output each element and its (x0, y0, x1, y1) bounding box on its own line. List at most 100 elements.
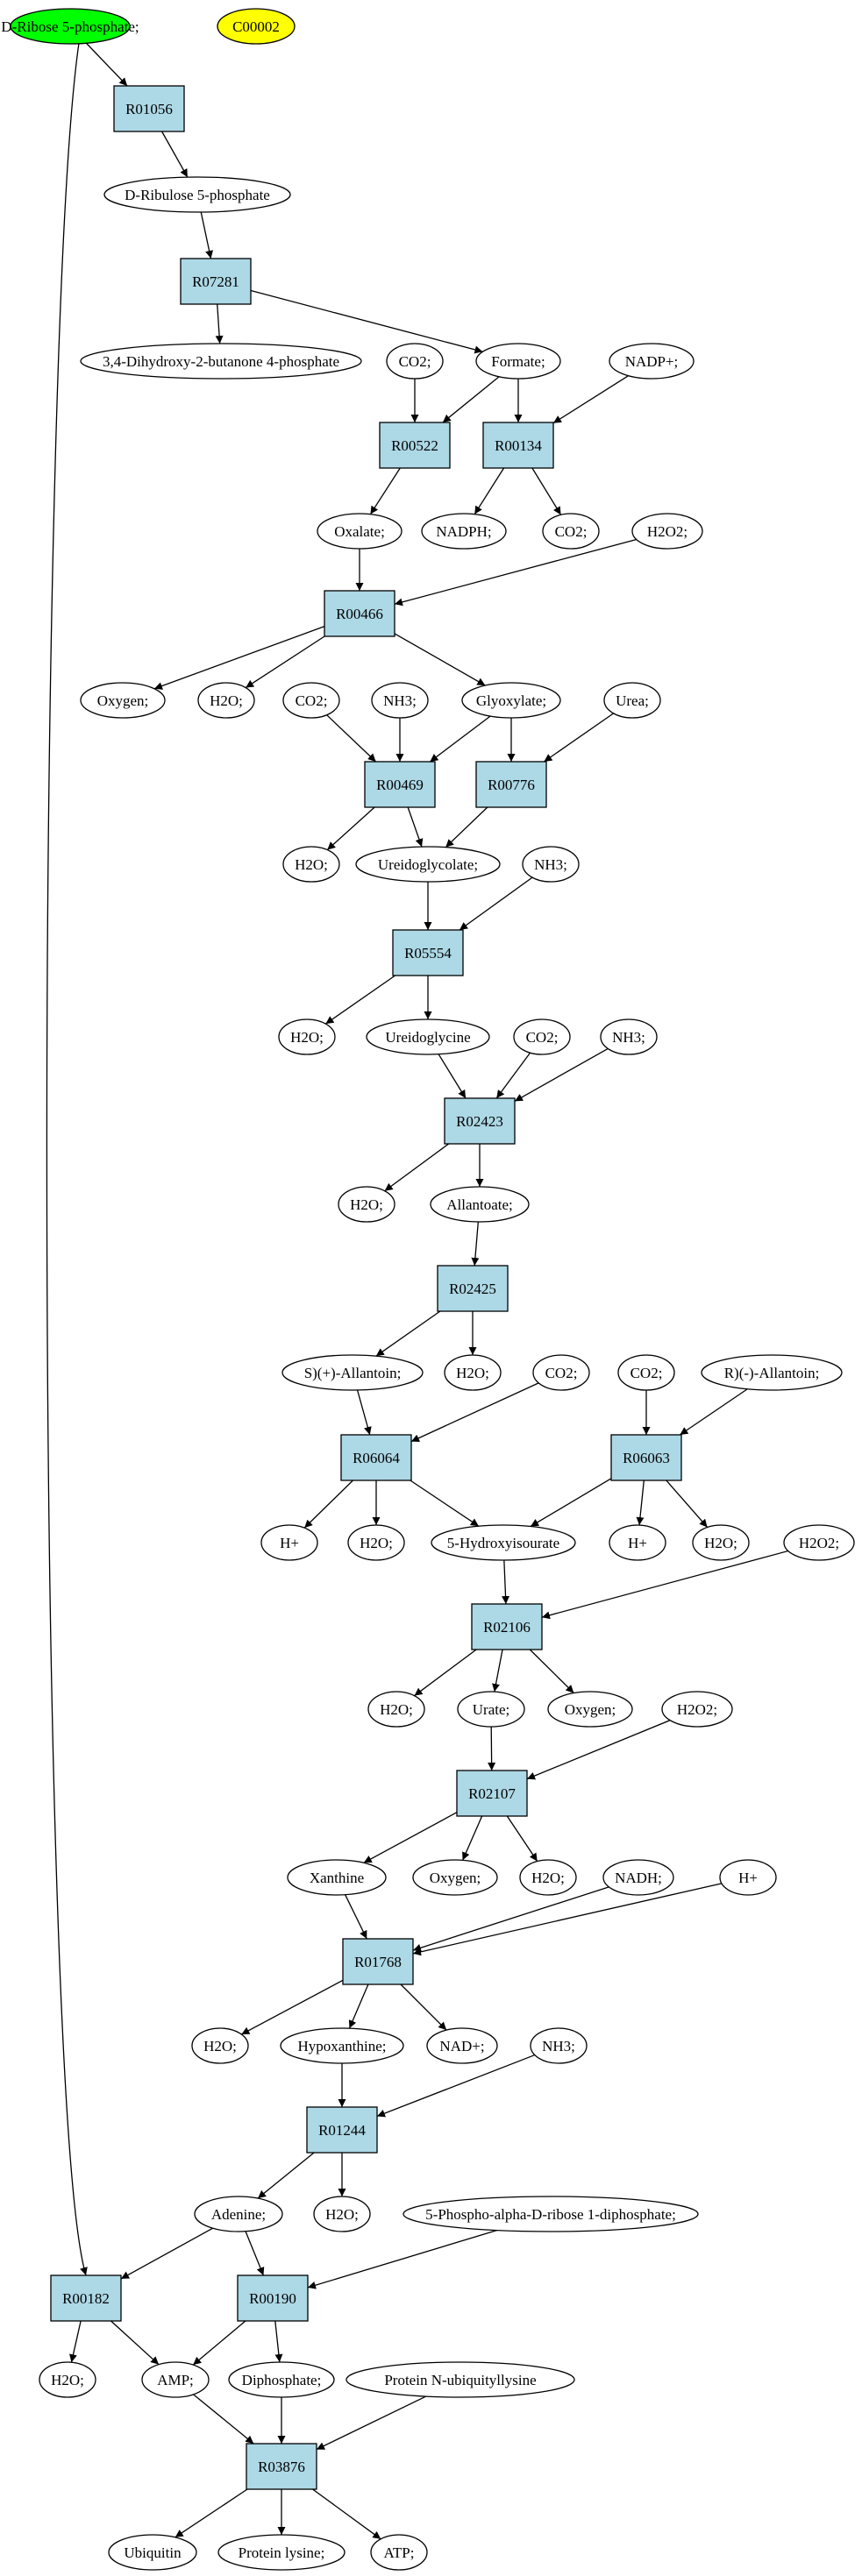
compound-node-h2o2_a[interactable]: H2O2; (631, 513, 703, 550)
compound-node-co2_b[interactable]: CO2; (542, 513, 600, 550)
node-label: D-Ribose 5-phosphate; (1, 18, 139, 35)
compound-node-ureidoglycine[interactable]: Ureidoglycine (366, 1018, 490, 1055)
compound-node-h2o_h[interactable]: H2O; (367, 1691, 425, 1728)
node-label: R01244 (318, 2122, 366, 2139)
compound-node-h2o2_c[interactable]: H2O2; (661, 1691, 733, 1728)
compound-node-nadp[interactable]: NADP+; (609, 343, 695, 380)
compound-node-oxygen_c[interactable]: Oxygen; (412, 1859, 498, 1896)
reaction-node-r06064[interactable]: R06064 (340, 1434, 412, 1481)
compound-node-prpp[interactable]: 5-Phospho-alpha-D-ribose 1-diphosphate; (403, 2196, 699, 2232)
reaction-node-r00134[interactable]: R00134 (482, 422, 554, 469)
compound-node-nh3_d[interactable]: NH3; (530, 2027, 588, 2064)
compound-node-oxygen_a[interactable]: Oxygen; (80, 682, 166, 719)
compound-ellipse (547, 1691, 633, 1728)
compound-node-hplus_b[interactable]: H+ (609, 1524, 666, 1561)
node-label: Oxygen; (430, 1870, 481, 1886)
compound-node-h2o_k[interactable]: H2O; (313, 2196, 371, 2232)
reaction-node-r02425[interactable]: R02425 (437, 1265, 509, 1312)
reaction-node-r00182[interactable]: R00182 (50, 2274, 122, 2322)
compound-node-h2o_j[interactable]: H2O; (191, 2027, 249, 2064)
compound-node-h2o_l[interactable]: H2O; (39, 2361, 96, 2398)
compound-node-protein_nub[interactable]: Protein N-ubiquityllysine (346, 2361, 575, 2398)
edge-r02107-to-xanthine (363, 1812, 458, 1863)
reaction-node-r03876[interactable]: R03876 (246, 2443, 317, 2490)
node-label: H2O; (531, 1870, 565, 1886)
edge-h2o2_c-to-r02107 (526, 1720, 671, 1780)
compound-node-h2o2_b[interactable]: H2O2; (783, 1524, 855, 1561)
edge-co2_e-to-r06064 (410, 1382, 539, 1443)
compound-node-co2_a[interactable]: CO2; (386, 343, 444, 380)
compound-node-r_allantoin[interactable]: R)(-)-Allantoin; (701, 1354, 843, 1391)
compound-node-oxalate[interactable]: Oxalate; (317, 513, 403, 550)
node-label: R00469 (376, 777, 424, 793)
compound-node-atp[interactable]: ATP; (370, 2534, 428, 2571)
reaction-node-r01056[interactable]: R01056 (113, 85, 185, 132)
reaction-node-r01244[interactable]: R01244 (306, 2106, 378, 2154)
compound-node-nh3_c[interactable]: NH3; (600, 1018, 658, 1055)
compound-node-c00002[interactable]: C00002 (217, 8, 296, 45)
compound-node-dihydroxy[interactable]: 3,4-Dihydroxy-2-butanone 4-phosphate (80, 343, 362, 380)
compound-node-h2o_c[interactable]: H2O; (278, 1018, 336, 1055)
compound-node-co2_f[interactable]: CO2; (617, 1354, 675, 1391)
compound-node-co2_d[interactable]: CO2; (513, 1018, 571, 1055)
compound-ellipse (692, 1524, 750, 1561)
compound-node-co2_c[interactable]: CO2; (282, 682, 340, 719)
reaction-node-r02423[interactable]: R02423 (444, 1097, 516, 1145)
compound-node-h2o_e[interactable]: H2O; (444, 1354, 502, 1391)
compound-node-nad[interactable]: NAD+; (426, 2027, 498, 2064)
compound-ellipse (282, 682, 340, 719)
edge-s_allantoin-to-r06064 (356, 1389, 372, 1436)
reaction-node-r00776[interactable]: R00776 (475, 761, 547, 808)
compound-ellipse (317, 513, 403, 550)
compound-node-glyoxylate[interactable]: Glyoxylate; (461, 682, 561, 719)
compound-node-h2o_a[interactable]: H2O; (197, 682, 255, 719)
reaction-box (379, 422, 451, 469)
reaction-node-r05554[interactable]: R05554 (392, 929, 464, 976)
node-label: Protein lysine; (239, 2544, 325, 2561)
compound-node-allantoate[interactable]: Allantoate; (430, 1186, 530, 1223)
reaction-node-r00522[interactable]: R00522 (379, 422, 451, 469)
compound-node-amp[interactable]: AMP; (141, 2361, 210, 2398)
node-label: Hypoxanthine; (297, 2038, 386, 2054)
compound-node-hydroxyisourate[interactable]: 5-Hydroxyisourate (431, 1524, 576, 1561)
compound-node-h2o_i[interactable]: H2O; (519, 1859, 577, 1896)
reaction-node-r01768[interactable]: R01768 (342, 1938, 414, 1985)
compound-node-h2o_g[interactable]: H2O; (692, 1524, 750, 1561)
compound-node-adenine[interactable]: Adenine; (194, 2196, 283, 2232)
compound-node-ureidoglycolate[interactable]: Ureidoglycolate; (355, 846, 501, 883)
compound-node-urate[interactable]: Urate; (457, 1691, 525, 1728)
node-label: Ureidoglycine (385, 1029, 470, 1046)
compound-node-co2_e[interactable]: CO2; (532, 1354, 590, 1391)
reaction-node-r02106[interactable]: R02106 (471, 1603, 543, 1650)
compound-node-ribose5p[interactable]: D-Ribose 5-phosphate; (1, 8, 139, 45)
compound-node-hypoxanthine[interactable]: Hypoxanthine; (280, 2027, 404, 2064)
reaction-node-r07281[interactable]: R07281 (180, 258, 252, 305)
compound-node-s_allantoin[interactable]: S)(+)-Allantoin; (281, 1354, 424, 1391)
compound-node-h2o_b[interactable]: H2O; (282, 846, 340, 883)
compound-node-diphosphate[interactable]: Diphosphate; (228, 2361, 335, 2398)
compound-ellipse (421, 513, 507, 550)
compound-node-nh3_a[interactable]: NH3; (371, 682, 429, 719)
compound-node-urea[interactable]: Urea; (603, 682, 661, 719)
compound-node-ribulose5p[interactable]: D-Ribulose 5-phosphate (103, 176, 291, 213)
compound-node-ubiquitin[interactable]: Ubiquitin (108, 2534, 197, 2571)
compound-node-nadph[interactable]: NADPH; (421, 513, 507, 550)
edge-r02425-to-s_allantoin (375, 1310, 441, 1357)
compound-node-xanthine[interactable]: Xanthine (287, 1859, 387, 1896)
compound-node-oxygen_b[interactable]: Oxygen; (547, 1691, 633, 1728)
reaction-node-r02107[interactable]: R02107 (456, 1770, 528, 1817)
edge-r00469-to-h2o_b (326, 806, 375, 851)
compound-node-protein_lysine[interactable]: Protein lysine; (217, 2534, 346, 2571)
reaction-node-r00469[interactable]: R00469 (364, 761, 436, 808)
reaction-node-r00190[interactable]: R00190 (237, 2274, 309, 2322)
compound-node-nh3_b[interactable]: NH3; (522, 846, 580, 883)
compound-node-formate[interactable]: Formate; (475, 343, 561, 380)
reaction-node-r06063[interactable]: R06063 (610, 1434, 682, 1481)
compound-node-nadh[interactable]: NADH; (602, 1859, 674, 1896)
compound-node-hplus_a[interactable]: H+ (260, 1524, 318, 1561)
node-label: CO2; (399, 353, 431, 370)
compound-node-h2o_d[interactable]: H2O; (338, 1186, 395, 1223)
compound-node-hplus_c[interactable]: H+ (719, 1859, 777, 1896)
reaction-node-r00466[interactable]: R00466 (324, 590, 395, 637)
compound-node-h2o_f[interactable]: H2O; (347, 1524, 405, 1561)
